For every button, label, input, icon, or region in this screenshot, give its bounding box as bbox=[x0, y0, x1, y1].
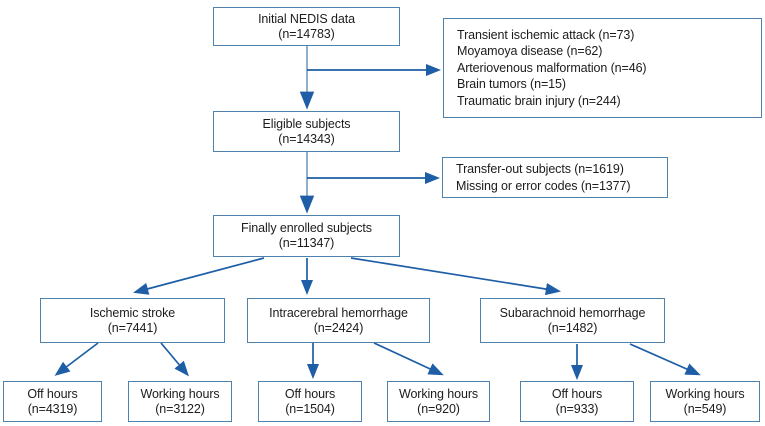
node-label: Finally enrolled subjects bbox=[241, 221, 372, 235]
arrow-enrolled-to-subarachnoid bbox=[350, 257, 562, 296]
node-label: Subarachnoid hemorrhage bbox=[499, 305, 646, 320]
node-subarachnoid-working-hours: Working hours (n=549) bbox=[650, 381, 760, 422]
node-label: Off hours bbox=[284, 386, 336, 401]
node-label: Ischemic stroke bbox=[89, 305, 176, 320]
node-ischemic-working-hours: Working hours (n=3122) bbox=[128, 381, 232, 422]
node-subarachnoid-off-hours: Off hours (n=933) bbox=[520, 381, 634, 422]
node-label: Working hours bbox=[398, 386, 479, 401]
node-count: (n=2424) bbox=[313, 320, 364, 335]
node-count: (n=4319) bbox=[27, 401, 78, 416]
node-eligible-subjects: Eligible subjects (n=14343) bbox=[213, 111, 400, 152]
node-intracerebral-working-hours: Working hours (n=920) bbox=[387, 381, 490, 422]
node-label: Working hours bbox=[665, 386, 745, 401]
node-label: Off hours bbox=[27, 386, 78, 401]
node-label: Initial NEDIS data bbox=[258, 11, 355, 26]
node-label: Off hours bbox=[551, 386, 603, 401]
exclusion-line: Transfer-out subjects (n=1619) bbox=[456, 161, 624, 176]
exclusion-line: Arteriovenous malformation (n=46) bbox=[457, 60, 647, 75]
arrow-intracerebral-to-working bbox=[373, 342, 444, 376]
node-intracerebral-hemorrhage: Intracerebral hemorrhage (n=2424) bbox=[247, 298, 430, 343]
node-initial-nedis-data: Initial NEDIS data (n=14783) bbox=[213, 7, 400, 46]
node-count: (n=14343) bbox=[278, 131, 335, 146]
arrow-enrolled-to-ischemic bbox=[133, 257, 265, 295]
node-count: (n=1504) bbox=[285, 401, 335, 416]
node-label: Eligible subjects bbox=[262, 116, 351, 131]
node-ischemic-off-hours: Off hours (n=4319) bbox=[3, 381, 102, 422]
node-count: (n=1482) bbox=[547, 320, 598, 335]
arrow-ischemic-to-working bbox=[160, 342, 189, 377]
node-label: Intracerebral hemorrhage bbox=[269, 305, 408, 320]
node-count: (n=549) bbox=[683, 401, 727, 416]
exclusion-line: Traumatic brain injury (n=244) bbox=[457, 93, 621, 108]
exclusion-line: Missing or error codes (n=1377) bbox=[456, 178, 631, 193]
node-intracerebral-off-hours: Off hours (n=1504) bbox=[258, 381, 362, 422]
exclusion-line: Brain tumors (n=15) bbox=[457, 77, 566, 92]
node-exclusion-criteria-2: Transfer-out subjects (n=1619) Missing o… bbox=[442, 157, 668, 198]
exclusion-line: Transient ischemic attack (n=73) bbox=[457, 27, 635, 42]
node-ischemic-stroke: Ischemic stroke (n=7441) bbox=[40, 298, 225, 343]
node-exclusion-criteria-1: Transient ischemic attack (n=73) Moyamoy… bbox=[443, 18, 762, 118]
node-count: (n=11347) bbox=[278, 236, 335, 250]
node-finally-enrolled-subjects: Finally enrolled subjects (n=11347) bbox=[213, 215, 400, 257]
node-subarachnoid-hemorrhage: Subarachnoid hemorrhage (n=1482) bbox=[480, 298, 665, 343]
node-label: Working hours bbox=[140, 386, 220, 401]
node-count: (n=14783) bbox=[278, 26, 335, 41]
arrow-ischemic-to-off bbox=[54, 342, 99, 376]
arrow-subarachnoid-to-working bbox=[629, 343, 701, 376]
node-count: (n=3122) bbox=[155, 401, 205, 416]
exclusion-line: Moyamoya disease (n=62) bbox=[457, 44, 603, 59]
node-count: (n=933) bbox=[555, 401, 599, 416]
node-count: (n=920) bbox=[417, 401, 460, 416]
node-count: (n=7441) bbox=[107, 320, 158, 335]
